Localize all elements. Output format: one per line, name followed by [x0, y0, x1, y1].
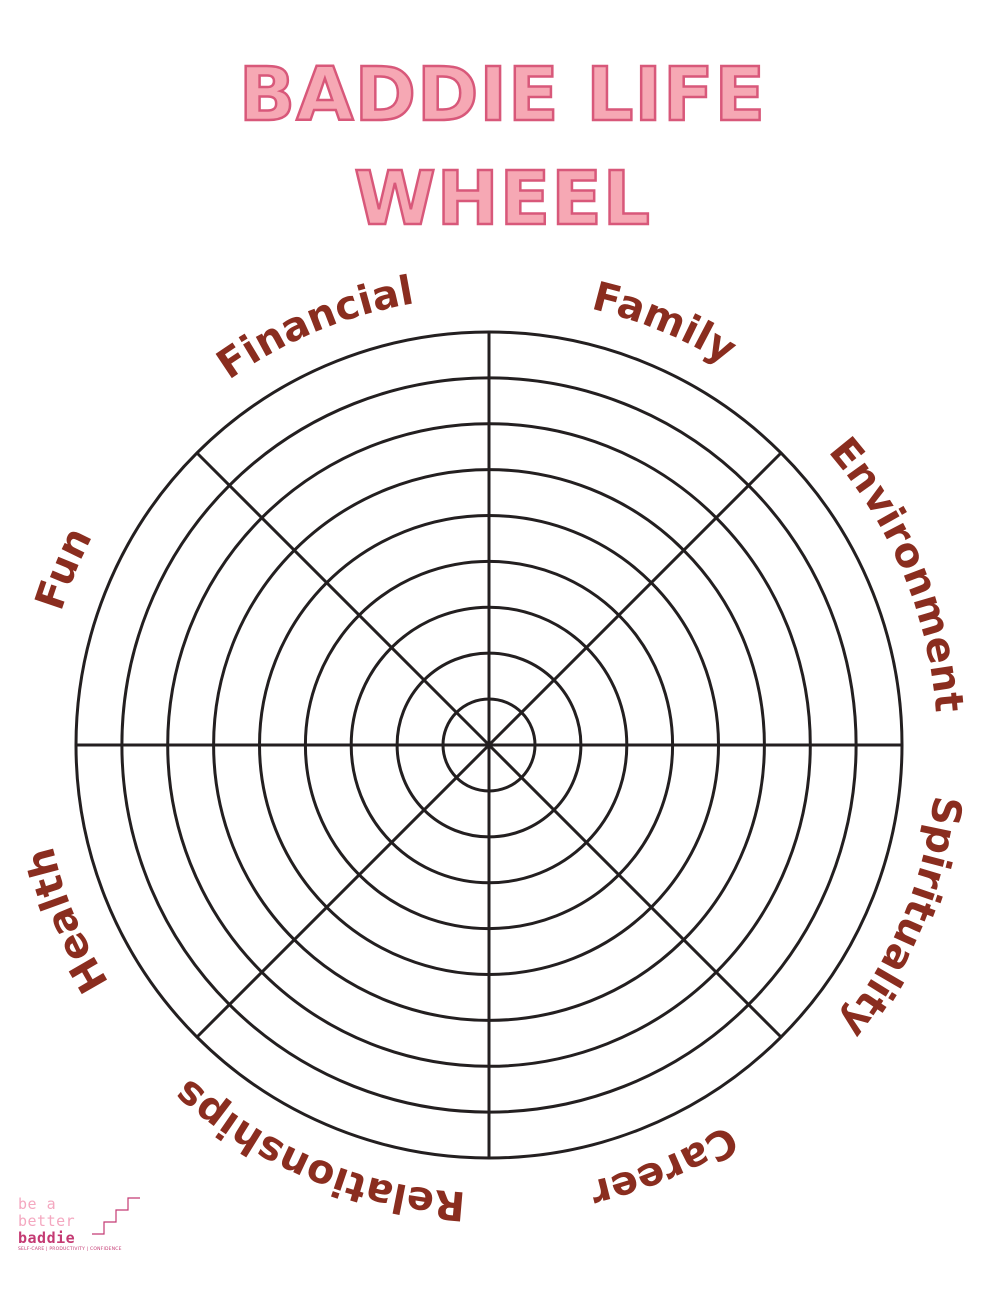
logo-text-line-1: be a [18, 1195, 57, 1213]
wheel-spoke [487, 743, 783, 1039]
page-title-line-2: WHEEL [353, 156, 651, 242]
page-title-line-1: BADDIE LIFE [238, 52, 767, 138]
category-label: Spirituality [831, 793, 970, 1046]
brand-logo: be a better baddie SELF-CARE | PRODUCTIV… [18, 1196, 148, 1266]
category-label: Health [17, 843, 117, 1001]
wheel-spoke [487, 451, 783, 747]
logo-tagline: SELF-CARE | PRODUCTIVITY | CONFIDENCE [18, 1247, 122, 1252]
logo-text-line-2: better [18, 1212, 76, 1230]
category-label: Fun [27, 520, 101, 615]
category-label: Family [588, 274, 744, 374]
wheel-spoke [195, 451, 491, 747]
wheel-spoke [195, 743, 491, 1039]
steps-icon [92, 1197, 140, 1235]
category-label: Relationships [165, 1070, 467, 1229]
category-label: Career [586, 1116, 745, 1217]
wheel-spokes [76, 332, 902, 1158]
wheel-labels: FamilyEnvironmentSpiritualityCareerRelat… [17, 268, 971, 1229]
logo-text-line-3: baddie [18, 1229, 76, 1247]
